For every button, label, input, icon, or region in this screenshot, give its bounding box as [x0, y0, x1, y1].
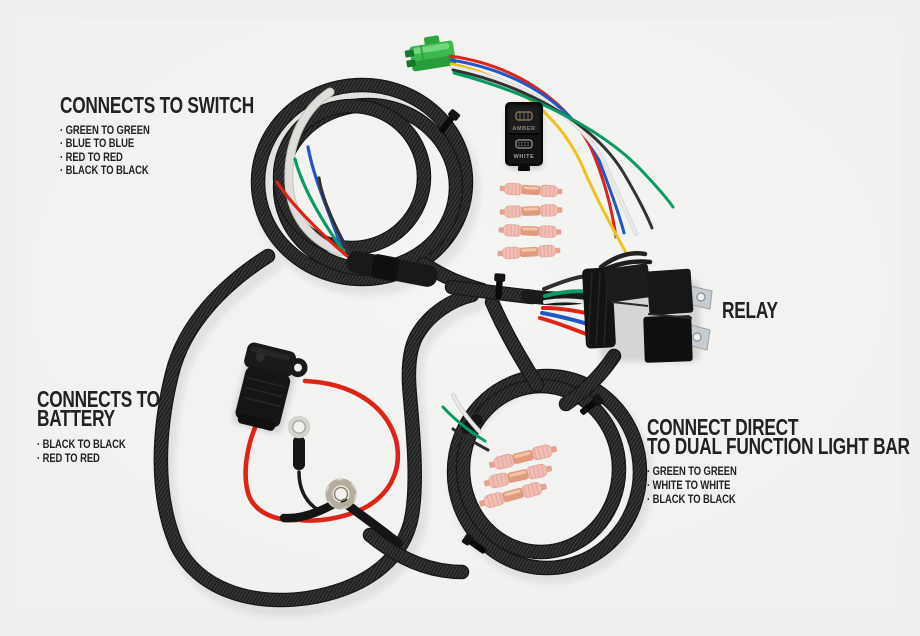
- bullet-item: RED TO RED: [37, 453, 171, 467]
- white-lightbar-icon: [515, 139, 533, 149]
- bullet-item: BLACK TO BLACK: [60, 165, 272, 178]
- black-wire: [451, 427, 490, 452]
- black-sheath: [279, 500, 337, 523]
- black-wire: [451, 68, 654, 230]
- annotation-bullet-list: GREEN TO GREEN WHITE TO WHITE BLACK TO B…: [647, 466, 920, 507]
- switch-amber-label: AMBER: [512, 126, 535, 132]
- white-sheath: [285, 88, 345, 256]
- bullet-item: GREEN TO GREEN: [60, 125, 272, 138]
- black-wire: [297, 470, 320, 512]
- bullet-item: RED TO RED: [60, 152, 272, 165]
- switch-coil-wires: [275, 87, 438, 287]
- black-wire: [317, 176, 352, 256]
- tape-junction: [346, 251, 438, 287]
- green-wire: [452, 71, 675, 209]
- bullet-item: WHITE TO WHITE: [647, 480, 920, 494]
- relay-body-block: [646, 268, 694, 316]
- bullet-item: BLACK TO BLACK: [647, 494, 920, 508]
- rocker-switch: AMBER WHITE: [505, 102, 543, 171]
- switch-white-label: WHITE: [514, 154, 535, 160]
- amber-lightbar-icon: [515, 111, 533, 121]
- bullet-item: BLUE TO BLUE: [60, 138, 272, 151]
- bullet-item: BLACK TO BLACK: [37, 439, 171, 453]
- taped-bundle: [521, 289, 587, 306]
- red-wire: [243, 410, 300, 523]
- annotation-title: CONNECTS TO SWITCH: [60, 92, 255, 118]
- annotation-connects-to-switch: CONNECTS TO SWITCH GREEN TO GREEN BLUE T…: [60, 92, 319, 179]
- relay-label: RELAY: [722, 297, 778, 323]
- black-wire-stub: [598, 251, 648, 270]
- terminal-hole: [692, 332, 702, 342]
- green-wire: [441, 405, 487, 443]
- white-wire: [450, 65, 638, 236]
- relay-body-block: [604, 263, 652, 303]
- white-wire: [451, 393, 481, 433]
- annotation-title-line2: BATTERY: [37, 405, 115, 431]
- fuse-holder: [232, 342, 308, 434]
- annotation-title-line1: CONNECT DIRECT: [647, 414, 799, 440]
- black-sheath: [340, 498, 403, 548]
- switch-connector-green: [404, 35, 456, 72]
- ring-terminal-large: [325, 478, 357, 510]
- ring-terminal-small: [287, 415, 311, 470]
- annotation-bullet-list: BLACK TO BLACK RED TO RED: [37, 439, 171, 466]
- switch-pigtail-wires: [448, 54, 675, 255]
- green-wire: [293, 157, 346, 254]
- annotation-connects-to-battery: CONNECTS TO BATTERY BLACK TO BLACK RED T…: [37, 386, 201, 466]
- annotation-connect-direct-lightbar: CONNECT DIRECT TO DUAL FUNCTION LIGHT BA…: [647, 414, 920, 507]
- bullet-item: GREEN TO GREEN: [647, 466, 920, 480]
- annotation-title-line1: CONNECTS TO: [37, 386, 160, 412]
- relay-body-block: [643, 315, 693, 363]
- red-wire: [275, 180, 349, 258]
- battery-leads: [232, 342, 403, 548]
- lightbar-wire-ends: [441, 392, 490, 452]
- annotation-title-line2: TO DUAL FUNCTION LIGHT BAR: [647, 433, 910, 459]
- relay-assembly: [582, 263, 713, 363]
- terminal-hole: [696, 292, 706, 302]
- annotation-bullet-list: GREEN TO GREEN BLUE TO BLUE RED TO RED B…: [60, 125, 272, 179]
- red-wire: [297, 378, 401, 523]
